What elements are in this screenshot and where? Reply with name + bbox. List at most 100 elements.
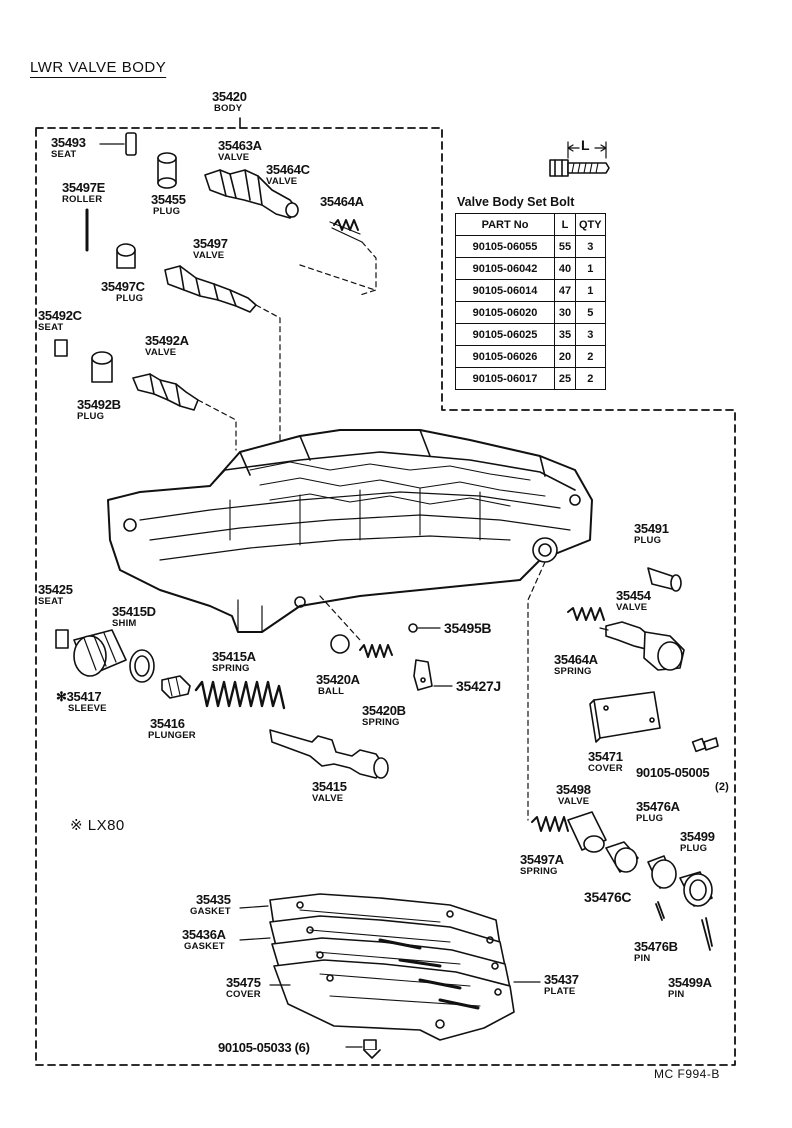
clip-35427J xyxy=(413,659,453,691)
cell-qty: 5 xyxy=(575,301,606,324)
part-name-35417: SLEEVE xyxy=(68,703,107,714)
part-number-35435: 35435 xyxy=(196,892,231,907)
cell-qty: 3 xyxy=(575,235,606,258)
part-name-35499A: PIN xyxy=(668,989,685,1000)
part-number-90105-05005: 90105-05005 xyxy=(636,765,710,780)
part-name-35491: PLUG xyxy=(634,535,662,546)
part-number-35471: 35471 xyxy=(588,749,623,764)
variant-note: ※ LX80 xyxy=(70,817,125,834)
cell-qty: 2 xyxy=(575,345,606,368)
bolt-90105-05005 xyxy=(691,737,719,753)
part-number-35497E: 35497E xyxy=(62,180,106,195)
bolt-table-caption: Valve Body Set Bolt xyxy=(457,195,575,209)
cell-part-no: 90105-06042 xyxy=(455,257,555,280)
part-name-35471: COVER xyxy=(588,763,623,774)
spring-35415A xyxy=(194,680,286,710)
spring-35464A xyxy=(567,607,605,621)
valve-35415 xyxy=(269,729,389,779)
part-number-35497A: 35497A xyxy=(520,852,564,867)
part-number-35416: 35416 xyxy=(150,716,185,731)
part-number-35497C: 35497C xyxy=(101,279,145,294)
spring-35497A xyxy=(531,816,569,832)
part-name-35463A: VALVE xyxy=(218,152,250,163)
pin-35476B xyxy=(655,901,665,921)
set-bolt-icon xyxy=(549,141,610,177)
part-number-35492B: 35492B xyxy=(77,397,121,412)
spring-35464A-top xyxy=(299,219,377,296)
part-name-35497C: PLUG xyxy=(116,293,144,304)
part-number-90105-05033: 90105-05033 (6) xyxy=(218,1040,310,1055)
part-number-35492A: 35492A xyxy=(145,333,189,348)
part-name-35492B: PLUG xyxy=(77,411,105,422)
bolt-length-label: L xyxy=(581,137,590,153)
part-qty-90105-05005: (2) xyxy=(715,781,730,793)
col-length: L xyxy=(554,213,576,236)
gasket-plate-stack xyxy=(239,893,541,1041)
part-name-35454: VALVE xyxy=(616,602,648,613)
plug-35497C xyxy=(116,243,136,269)
part-name-35476A: PLUG xyxy=(636,813,664,824)
part-number-35476C: 35476C xyxy=(584,889,632,905)
part-name-35464A-spring: SPRING xyxy=(554,666,592,677)
col-part-no: PART No xyxy=(455,213,555,236)
ball-35420A xyxy=(330,634,350,654)
cell-length: 35 xyxy=(554,323,576,346)
cell-qty: 3 xyxy=(575,323,606,346)
shim-35415D xyxy=(129,649,155,683)
part-number-35495B: 35495B xyxy=(444,620,492,636)
cell-length: 40 xyxy=(554,257,576,280)
part-number-35420A: 35420A xyxy=(316,672,360,687)
part-name-35416: PLUNGER xyxy=(148,730,196,741)
part-number-35464A-top: 35464A xyxy=(320,194,364,209)
part-name-35499: PLUG xyxy=(680,843,708,854)
cell-length: 20 xyxy=(554,345,576,368)
cell-part-no: 90105-06055 xyxy=(455,235,555,258)
valve-35497 xyxy=(164,265,281,441)
part-name-35437: PLATE xyxy=(544,986,576,997)
part-name-35475: COVER xyxy=(226,989,261,1000)
part-name-35497: VALVE xyxy=(193,250,225,261)
part-number-35420B: 35420B xyxy=(362,703,406,718)
plug-35476A xyxy=(647,855,677,889)
spring-35420B xyxy=(359,644,393,658)
part-name-35425: SEAT xyxy=(38,596,64,607)
part-number-35425: 35425 xyxy=(38,582,73,597)
part-name-35497E: ROLLER xyxy=(62,194,103,205)
part-number-35491: 35491 xyxy=(634,521,669,536)
part-number-35415D: 35415D xyxy=(112,604,156,619)
cell-part-no: 90105-06025 xyxy=(455,323,555,346)
part-name-35420A: BALL xyxy=(318,686,345,697)
assembly-boundary xyxy=(35,127,736,1066)
cell-qty: 1 xyxy=(575,257,606,280)
part-number-35499: 35499 xyxy=(680,829,715,844)
plug-35492B xyxy=(91,351,113,383)
part-number-35427J: 35427J xyxy=(456,678,501,694)
part-35476C xyxy=(605,841,639,873)
valve-35454 xyxy=(605,621,685,671)
part-number-35476A: 35476A xyxy=(636,799,680,814)
ball-35495B xyxy=(408,623,418,633)
lower-valve-body xyxy=(107,429,593,821)
part-number-35476B: 35476B xyxy=(634,939,678,954)
part-name-35455: PLUG xyxy=(153,206,181,217)
plug-35455 xyxy=(157,152,177,189)
part-name-35420B: SPRING xyxy=(362,717,400,728)
cell-part-no: 90105-06026 xyxy=(455,345,555,368)
part-number-35463A: 35463A xyxy=(218,138,262,153)
part-number-35475: 35475 xyxy=(226,975,261,990)
seat-35493 xyxy=(125,132,137,156)
part-name-35415D: SHIM xyxy=(112,618,137,629)
part-number-35415: 35415 xyxy=(312,779,347,794)
part-number-35415A: 35415A xyxy=(212,649,256,664)
plug-35499 xyxy=(679,871,713,907)
seat-35492C xyxy=(54,339,68,357)
